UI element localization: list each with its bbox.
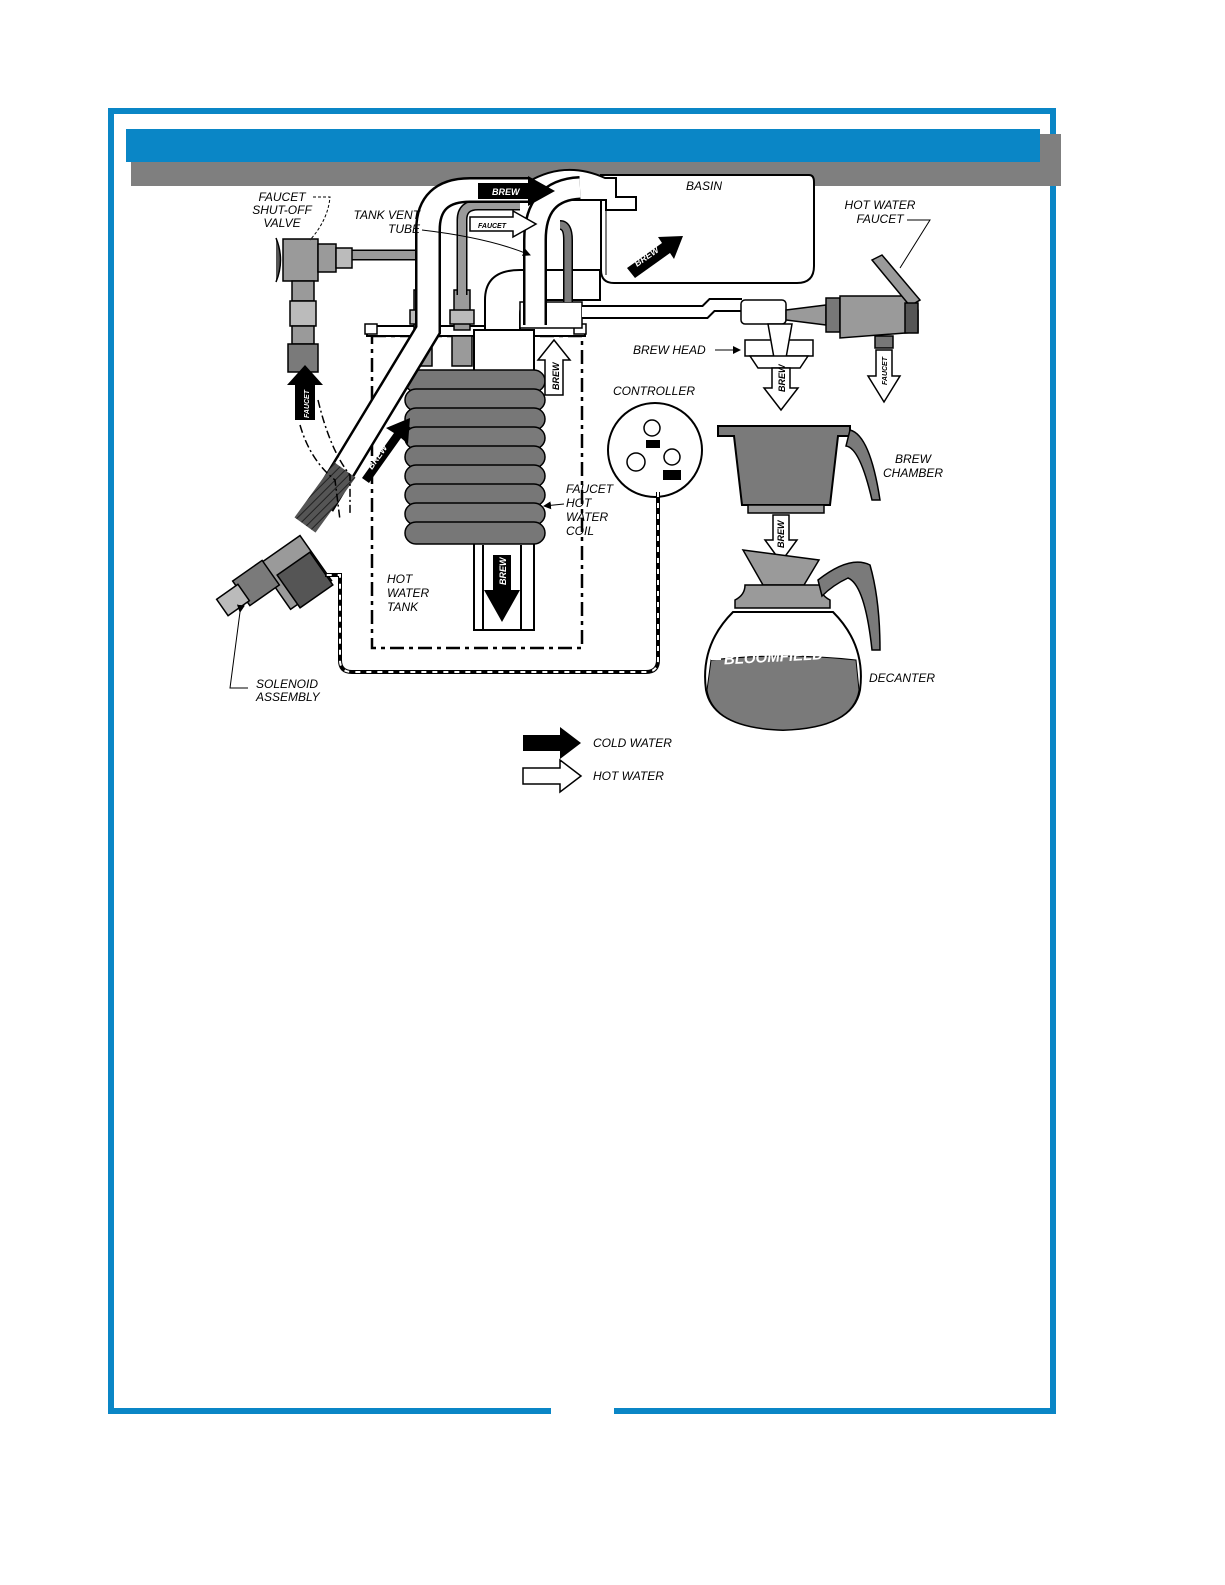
label-faucet-shutoff-valve: FAUCET SHUT-OFF VALVE bbox=[252, 190, 330, 240]
brew-arrow-tank-outlet: BREW bbox=[483, 545, 521, 630]
legend-cold-water: COLD WATER bbox=[523, 727, 672, 759]
label-faucet-hot-water-coil: FAUCET HOT WATER COIL bbox=[544, 482, 615, 538]
svg-text:BREW: BREW bbox=[777, 363, 787, 392]
svg-text:TANK VENT: TANK VENT bbox=[354, 208, 422, 222]
svg-text:HOT WATER: HOT WATER bbox=[593, 769, 664, 783]
label-controller: CONTROLLER bbox=[613, 384, 695, 398]
svg-text:FAUCET: FAUCET bbox=[258, 190, 307, 204]
svg-text:TUBE: TUBE bbox=[388, 222, 421, 236]
svg-text:SOLENOID: SOLENOID bbox=[256, 677, 318, 691]
svg-text:COIL: COIL bbox=[566, 524, 594, 538]
svg-text:HOT WATER: HOT WATER bbox=[845, 198, 916, 212]
label-hot-water-faucet: HOT WATER FAUCET bbox=[845, 198, 930, 268]
svg-text:SHUT-OFF: SHUT-OFF bbox=[252, 203, 312, 217]
controller: CONTROLLER bbox=[608, 384, 702, 497]
svg-text:WATER: WATER bbox=[566, 510, 609, 524]
svg-text:BREW: BREW bbox=[895, 452, 933, 466]
svg-text:BREW: BREW bbox=[492, 187, 521, 197]
svg-text:CHAMBER: CHAMBER bbox=[883, 466, 943, 480]
svg-text:COLD WATER: COLD WATER bbox=[593, 736, 672, 750]
faucet-hot-water-coil bbox=[405, 370, 545, 544]
legend-hot-water: HOT WATER bbox=[523, 760, 664, 792]
svg-text:HOT: HOT bbox=[387, 572, 414, 586]
faucet-shutoff-valve bbox=[276, 238, 352, 372]
label-solenoid-assembly: SOLENOID ASSEMBLY bbox=[230, 612, 321, 704]
label-brew-chamber: BREW CHAMBER bbox=[883, 452, 943, 480]
svg-text:FAUCET: FAUCET bbox=[856, 212, 905, 226]
legend: COLD WATER HOT WATER bbox=[523, 727, 672, 792]
svg-text:FAUCET: FAUCET bbox=[566, 482, 615, 496]
svg-text:FAUCET: FAUCET bbox=[882, 356, 889, 385]
svg-text:TANK: TANK bbox=[387, 600, 419, 614]
spray-line bbox=[582, 305, 742, 312]
svg-text:BREW: BREW bbox=[551, 361, 561, 390]
svg-text:BREW: BREW bbox=[498, 556, 508, 585]
svg-text:ASSEMBLY: ASSEMBLY bbox=[255, 690, 321, 704]
svg-text:WATER: WATER bbox=[387, 586, 430, 600]
svg-text:VALVE: VALVE bbox=[263, 216, 301, 230]
svg-text:BREW: BREW bbox=[776, 519, 786, 548]
svg-text:FAUCET: FAUCET bbox=[478, 223, 507, 230]
svg-text:FAUCET: FAUCET bbox=[304, 389, 311, 418]
label-brew-head: BREW HEAD bbox=[633, 343, 706, 357]
label-basin: BASIN bbox=[686, 179, 722, 193]
label-hot-water-tank: HOT WATER TANK bbox=[387, 572, 430, 614]
svg-text:HOT: HOT bbox=[566, 496, 593, 510]
faucet-arrow-left: FAUCET bbox=[287, 365, 323, 420]
solenoid-assembly bbox=[217, 536, 333, 616]
brew-chamber: BREW bbox=[718, 426, 880, 562]
label-decanter: DECANTER bbox=[869, 671, 935, 685]
decanter: BLOOMFIELD bbox=[705, 550, 880, 730]
